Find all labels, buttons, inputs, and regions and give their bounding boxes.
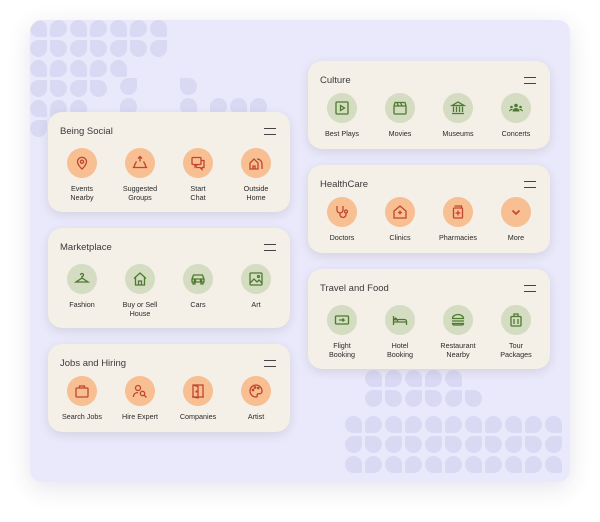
palette-icon	[241, 376, 271, 406]
card-title: Travel and Food	[320, 283, 389, 294]
item-label: Concerts	[501, 129, 531, 138]
bed-icon	[385, 305, 415, 335]
hire-expert-item[interactable]: Hire Expert	[108, 376, 172, 421]
item-label: Artist	[247, 412, 265, 421]
item-label: Fashion	[69, 300, 95, 309]
movies-item[interactable]: Movies	[368, 93, 432, 138]
pharmacy-icon	[443, 197, 473, 227]
menu-icon[interactable]	[524, 77, 536, 84]
best-plays-item[interactable]: Best Plays	[310, 93, 374, 138]
doctors-item[interactable]: Doctors	[310, 197, 374, 242]
card-title: Being Social	[60, 126, 113, 137]
play-icon	[327, 93, 357, 123]
burger-icon	[443, 305, 473, 335]
artist-item[interactable]: Artist	[224, 376, 288, 421]
car-icon	[183, 264, 213, 294]
item-label: Pharmacies	[439, 233, 477, 242]
item-label: Museums	[442, 129, 474, 138]
hanger-icon	[67, 264, 97, 294]
card-title: Marketplace	[60, 242, 112, 253]
chevron-down-icon	[501, 197, 531, 227]
art-item[interactable]: Art	[224, 264, 288, 309]
museum-icon	[443, 93, 473, 123]
card-title: HealthCare	[320, 179, 369, 190]
outside-home-icon	[241, 148, 271, 178]
chat-icon	[183, 148, 213, 178]
concerts-item[interactable]: Concerts	[484, 93, 548, 138]
item-label: Clinics	[389, 233, 411, 242]
hire-expert-icon	[125, 376, 155, 406]
menu-icon[interactable]	[524, 181, 536, 188]
house-icon	[125, 264, 155, 294]
menu-icon[interactable]	[264, 244, 276, 251]
item-label: Best Plays	[325, 129, 359, 138]
flight-ticket-icon	[327, 305, 357, 335]
cars-item[interactable]: Cars	[166, 264, 230, 309]
item-label: Companies	[179, 412, 217, 421]
briefcase-icon	[67, 376, 97, 406]
item-label: Cars	[190, 300, 206, 309]
clinics-item[interactable]: Clinics	[368, 197, 432, 242]
item-label: Hire Expert	[122, 412, 158, 421]
companies-item[interactable]: Companies	[166, 376, 230, 421]
card-title: Culture	[320, 75, 351, 86]
menu-icon[interactable]	[524, 285, 536, 292]
picture-icon	[241, 264, 271, 294]
location-pin-icon	[67, 148, 97, 178]
recycle-group-icon	[125, 148, 155, 178]
museums-item[interactable]: Museums	[426, 93, 490, 138]
luggage-icon	[501, 305, 531, 335]
card-title: Jobs and Hiring	[60, 358, 127, 369]
menu-icon[interactable]	[264, 360, 276, 367]
jobs-hiring-card: Jobs and Hiring Search Jobs Hire Expert …	[48, 344, 290, 432]
pharmacies-item[interactable]: Pharmacies	[426, 197, 490, 242]
item-label: Art	[251, 300, 261, 309]
clapperboard-icon	[385, 93, 415, 123]
clinic-icon	[385, 197, 415, 227]
more-item[interactable]: More	[484, 197, 548, 242]
search-jobs-item[interactable]: Search Jobs	[50, 376, 114, 421]
door-icon	[183, 376, 213, 406]
stethoscope-icon	[327, 197, 357, 227]
item-label: Search Jobs	[62, 412, 102, 421]
item-label: More	[507, 233, 525, 242]
culture-card: Culture Best Plays Movies Museums Concer…	[308, 61, 550, 149]
audience-icon	[501, 93, 531, 123]
item-label: Doctors	[329, 233, 355, 242]
fashion-item[interactable]: Fashion	[50, 264, 114, 309]
healthcare-card: HealthCare Doctors Clinics Pharmacies Mo…	[308, 165, 550, 253]
item-label: Movies	[388, 129, 412, 138]
menu-icon[interactable]	[264, 128, 276, 135]
